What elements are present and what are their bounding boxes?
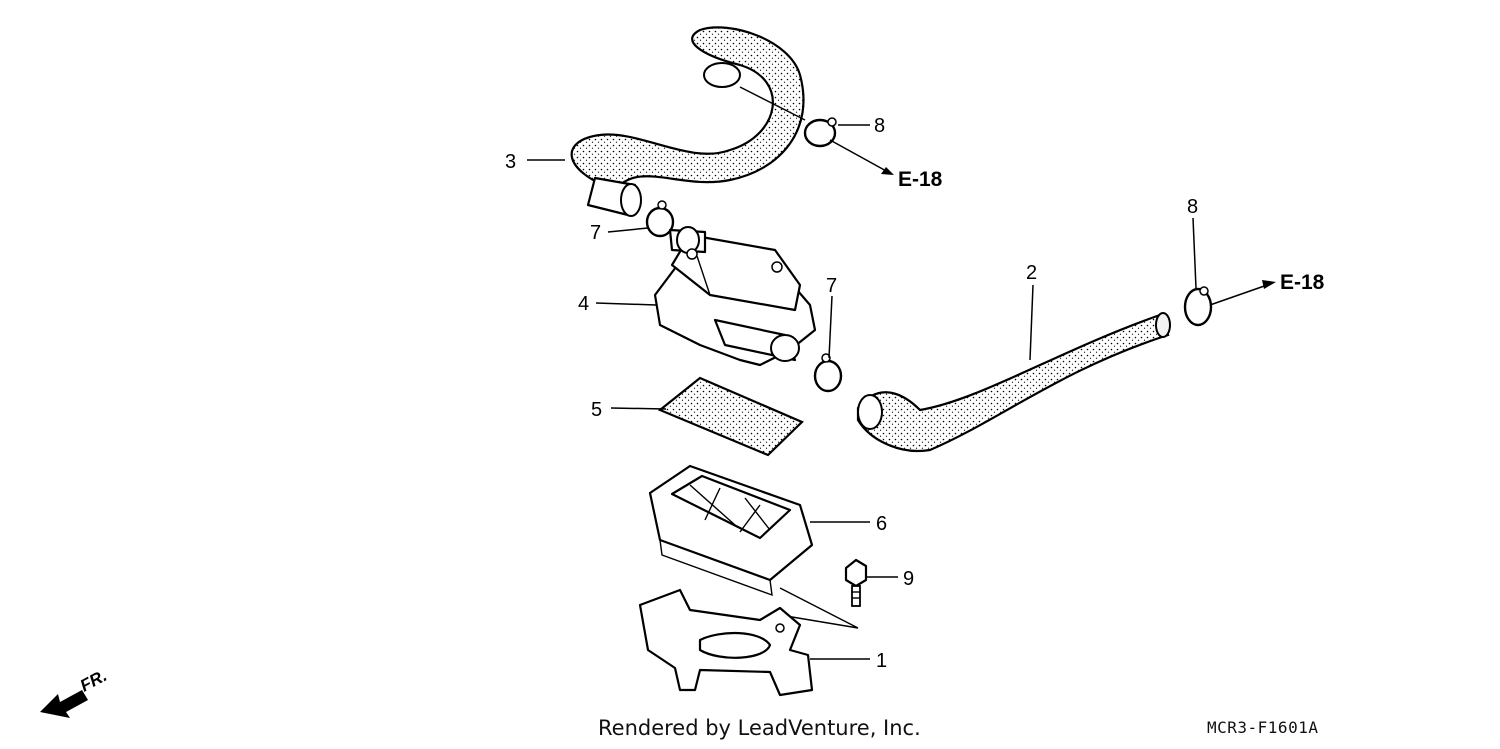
leader-lines xyxy=(527,124,1276,660)
credit-text: Rendered by LeadVenture, Inc. xyxy=(598,716,921,740)
front-direction-indicator: FR. xyxy=(40,666,110,718)
ref-e18-right[interactable]: E-18 xyxy=(1280,271,1325,294)
callout-8-right: 8 xyxy=(1187,196,1198,218)
front-arrow-icon xyxy=(40,690,88,718)
hose-part-2[interactable] xyxy=(856,312,1171,453)
callout-6: 6 xyxy=(876,513,887,535)
clamp-part-7-upper[interactable] xyxy=(645,200,675,238)
callout-7-lower: 7 xyxy=(826,275,837,297)
ref-e18-upper[interactable]: E-18 xyxy=(898,168,943,191)
case-part-6[interactable] xyxy=(648,464,814,597)
valve-part-4[interactable] xyxy=(653,226,817,367)
callout-3: 3 xyxy=(505,151,516,173)
callout-5: 5 xyxy=(591,399,602,421)
clamp-part-8-upper[interactable] xyxy=(803,117,837,148)
callout-4: 4 xyxy=(578,293,589,315)
plate-part-5[interactable] xyxy=(657,376,804,457)
callout-2: 2 xyxy=(1026,262,1037,284)
clamp-part-8-right[interactable] xyxy=(1183,286,1213,327)
callout-1: 1 xyxy=(876,650,887,672)
bracket-part-1[interactable] xyxy=(638,588,814,697)
diagram-code: MCR3-F1601A xyxy=(1207,718,1319,737)
callout-9: 9 xyxy=(903,568,914,590)
clamp-part-7-lower[interactable] xyxy=(813,353,843,393)
callout-7-upper: 7 xyxy=(590,222,601,244)
callout-8-upper: 8 xyxy=(874,115,885,137)
hose-part-3[interactable] xyxy=(570,26,806,217)
bolt-part-9[interactable] xyxy=(779,558,868,629)
